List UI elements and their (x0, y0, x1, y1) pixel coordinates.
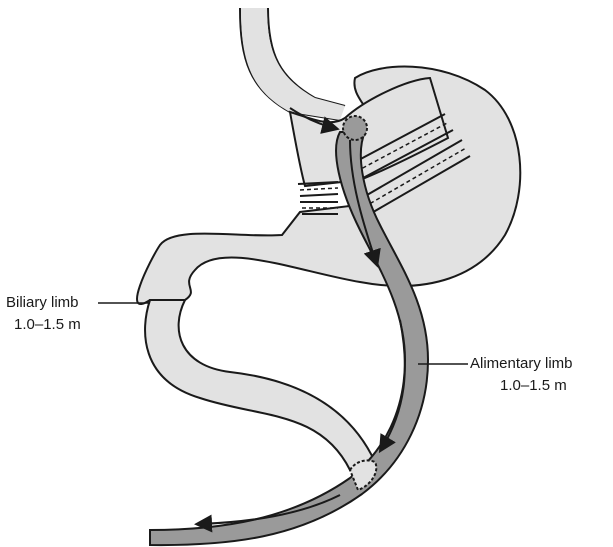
biliary-limb-length: 1.0–1.5 m (14, 315, 81, 334)
biliary-limb (145, 300, 375, 470)
alimentary-limb-length: 1.0–1.5 m (500, 376, 567, 395)
alimentary-limb-label: Alimentary limb (470, 354, 573, 373)
esophagus-fill (241, 8, 345, 120)
gastrojejunal-anastomosis (343, 116, 367, 140)
biliary-limb-label: Biliary limb (6, 293, 79, 312)
